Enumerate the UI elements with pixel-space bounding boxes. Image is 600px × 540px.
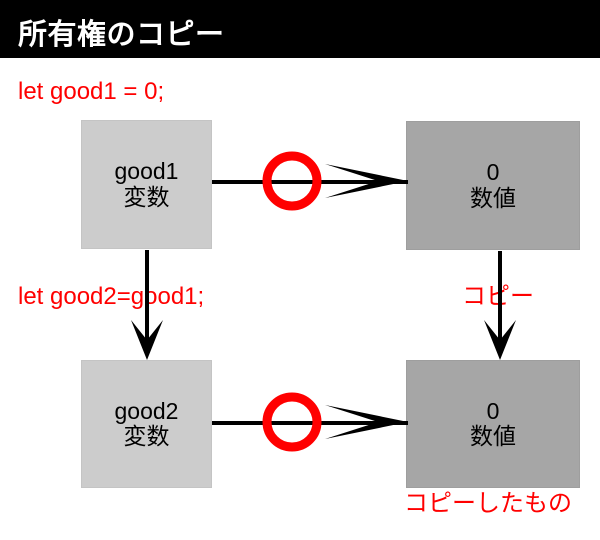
value-box-1-type: 数値 bbox=[470, 184, 516, 211]
header-bar bbox=[0, 0, 600, 58]
ownership-blocked-circle-1 bbox=[262, 151, 322, 211]
assignment-arrow-head-left bbox=[131, 320, 163, 360]
value-box-2-type: 数値 bbox=[470, 423, 516, 449]
variable-box-good1: good1 変数 bbox=[81, 120, 212, 249]
value-box-2: 0 数値 bbox=[406, 360, 580, 488]
value-box-2-value: 0 bbox=[486, 397, 500, 424]
copied-result-label: コピーしたもの bbox=[404, 490, 572, 517]
variable-box-good2: good2 変数 bbox=[81, 360, 212, 488]
copy-arrow-head-right bbox=[484, 320, 516, 360]
variable-box-good2-type: 変数 bbox=[123, 423, 170, 449]
ownership-blocked-circle-2 bbox=[262, 392, 322, 452]
code-label-let-good1: let good1 = 0; bbox=[18, 78, 165, 105]
ownership-arrow-head-2 bbox=[325, 405, 408, 439]
variable-box-good1-name: good1 bbox=[114, 158, 179, 185]
value-box-1-value: 0 bbox=[486, 159, 500, 186]
ownership-arrow-head-1 bbox=[325, 164, 408, 198]
value-box-1: 0 数値 bbox=[406, 121, 580, 250]
page-title: 所有権のコピー bbox=[18, 19, 225, 51]
copy-arrow-label: コピー bbox=[462, 283, 534, 310]
variable-box-good2-name: good2 bbox=[114, 397, 179, 424]
code-label-let-good2: let good2=good1; bbox=[18, 283, 205, 310]
variable-box-good1-type: 変数 bbox=[123, 183, 170, 210]
